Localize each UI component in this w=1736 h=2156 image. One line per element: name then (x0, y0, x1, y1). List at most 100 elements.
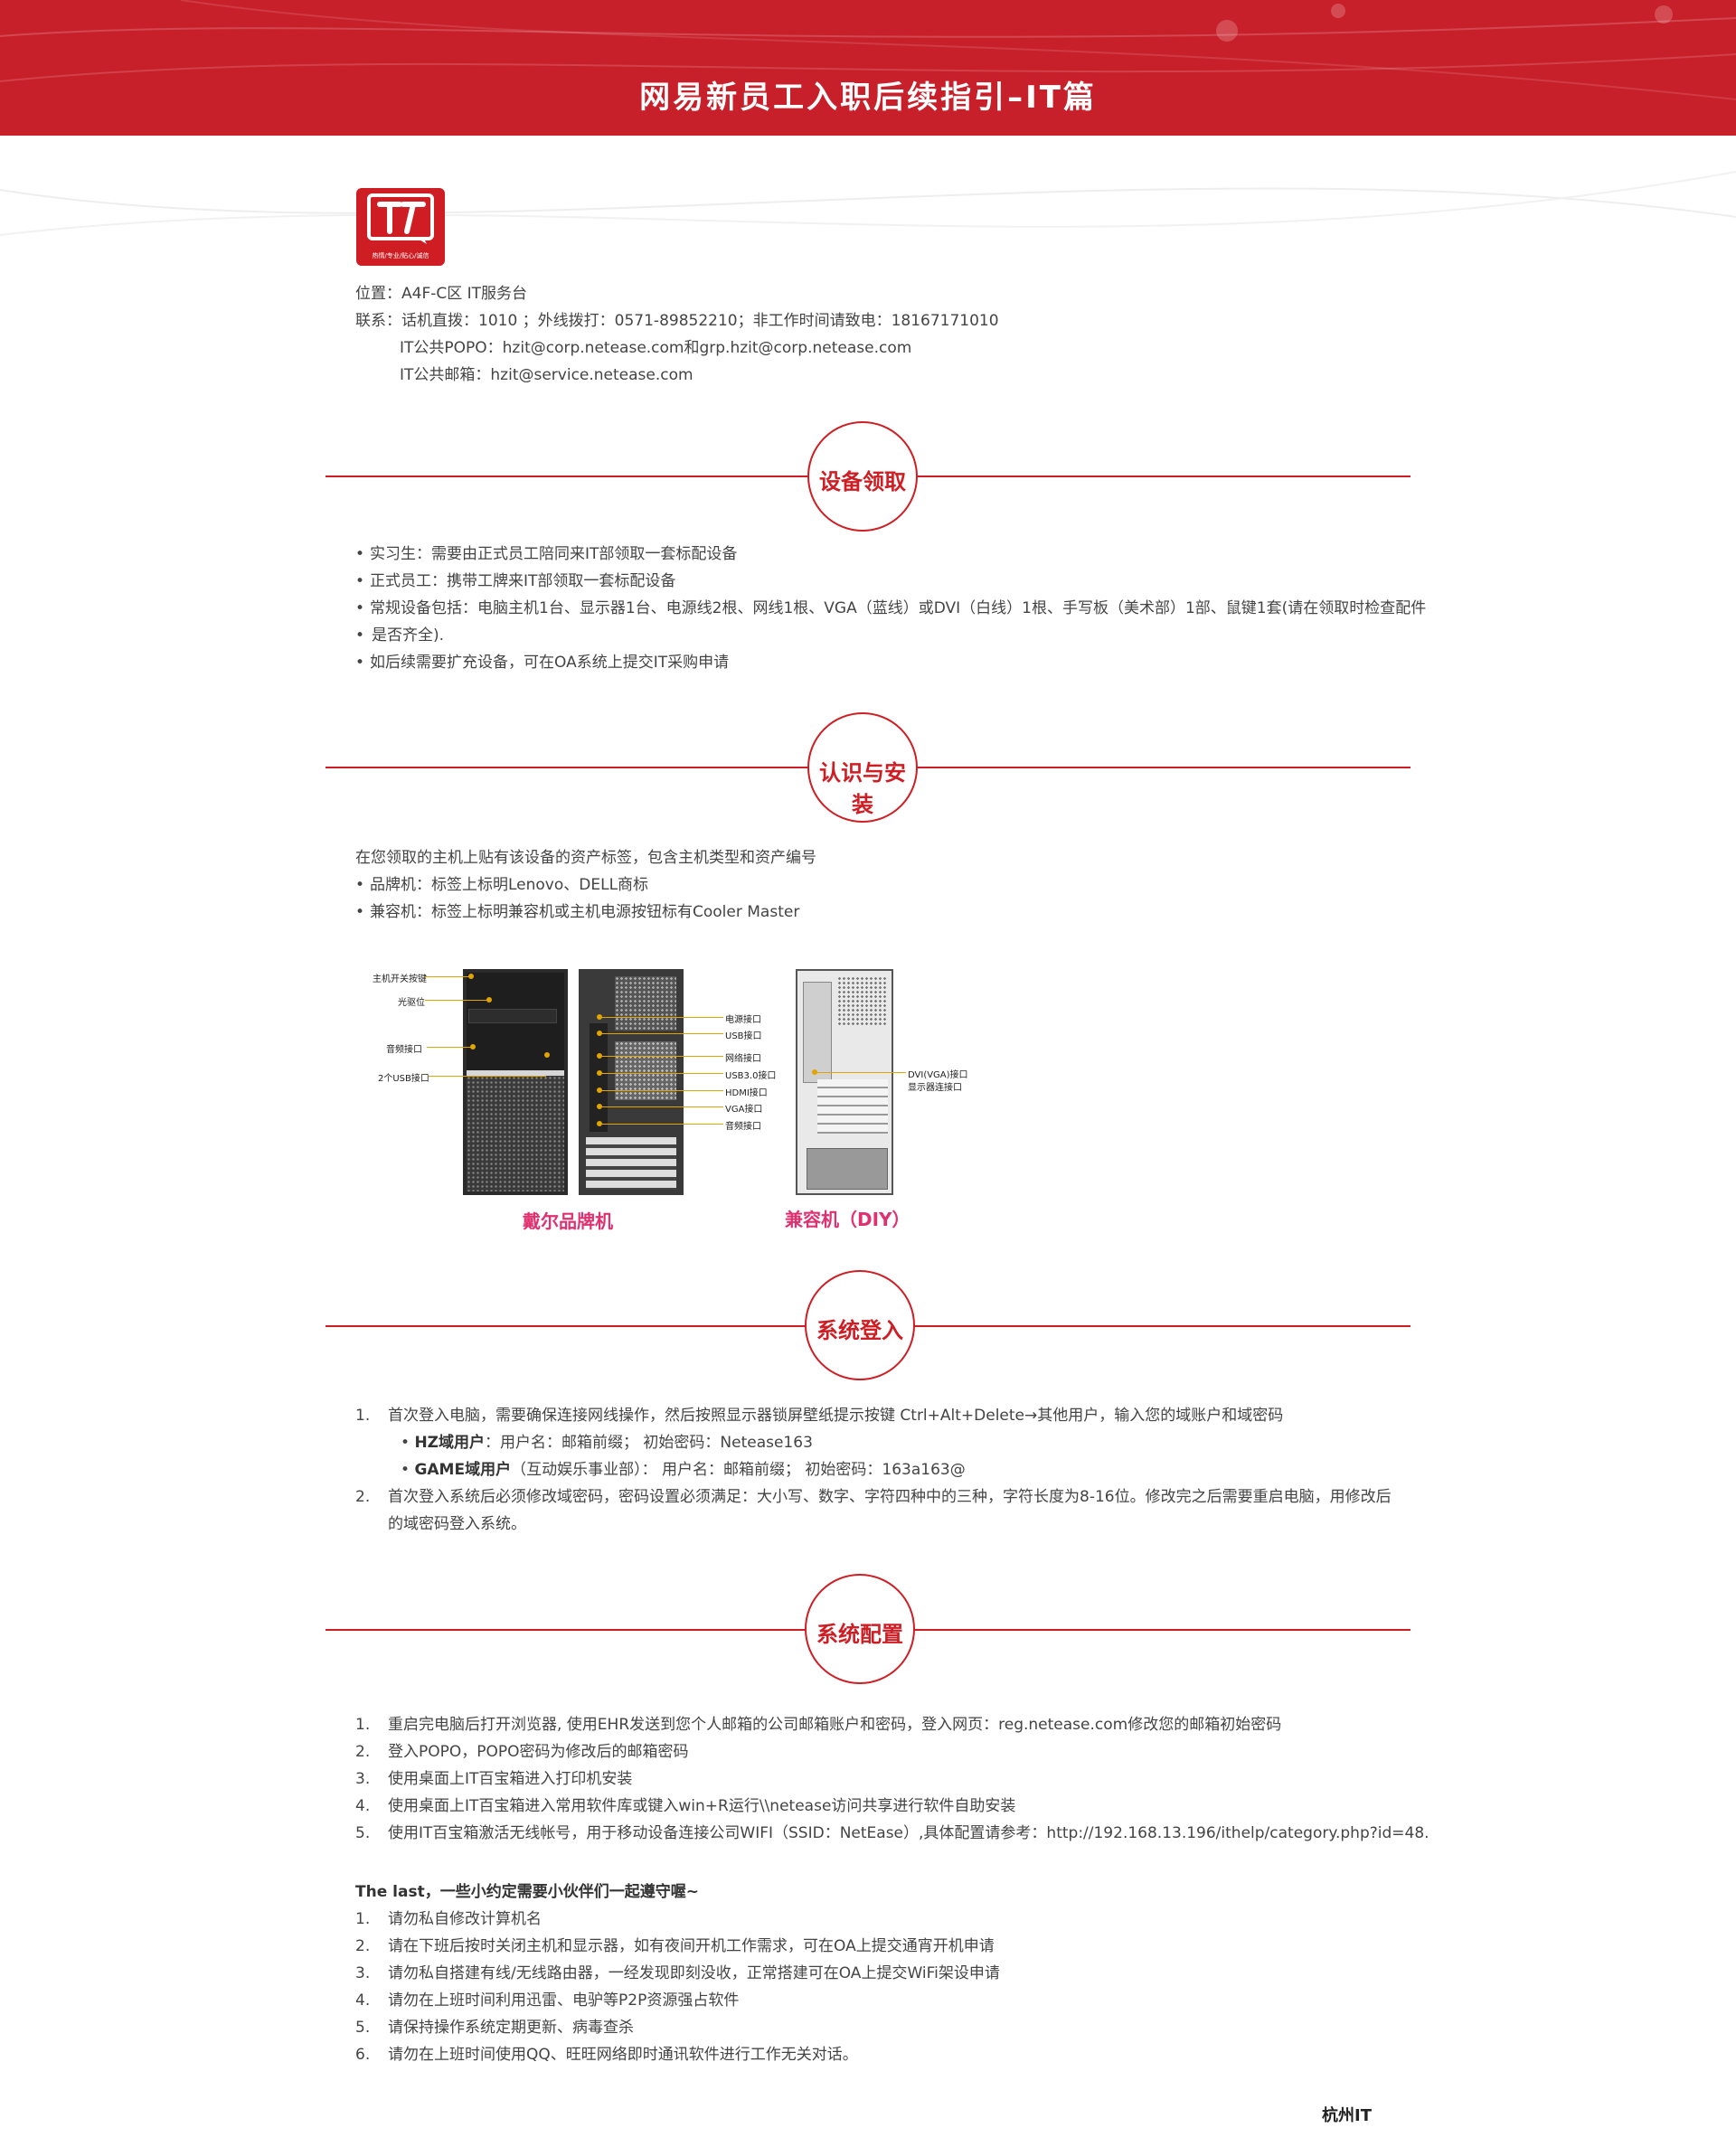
list-item: 5.请保持操作系统定期更新、病毒查杀 (355, 2019, 634, 2037)
diagram-label: USB接口 (725, 1031, 762, 1041)
section-title: 系统登入 (816, 1318, 903, 1343)
diagram-label: 光驱位 (398, 998, 425, 1008)
list-item: 2. 首次登入系统后必须修改域密码，密码设置必须满足：大小写、数字、字符四种中的… (355, 1488, 1392, 1506)
label-leader (599, 1073, 723, 1074)
front-mesh (467, 1076, 564, 1191)
label-dot (597, 1053, 602, 1059)
io-ports (590, 1023, 608, 1132)
list-item: 1.重启完电脑后打开浏览器, 使用EHR发送到您个人邮箱的公司邮箱账户和密码，登… (355, 1716, 1282, 1734)
expansion-slots (586, 1137, 676, 1190)
label-leader (425, 976, 470, 977)
section-title: 系统配置 (816, 1622, 903, 1647)
section-badge-config: 系统配置 (805, 1574, 915, 1684)
list-item: 如后续需要扩充设备，可在OA系统上提交IT采购申请 (355, 649, 1426, 676)
fan-vent (615, 1041, 676, 1100)
section-badge-equipment: 设备领取 (807, 421, 918, 532)
install-intro: 在您领取的主机上贴有该设备的资产标签，包含主机类型和资产编号 (355, 849, 816, 867)
label-dot (486, 997, 492, 1003)
diagram-label: 电源接口 (725, 1015, 761, 1025)
list-item: 2.登入POPO，POPO密码为修改后的邮箱密码 (355, 1743, 689, 1761)
section-title: 认识与安装 (819, 760, 906, 817)
rules-title: The last，一些小约定需要小伙伴们一起遵守喔~ (355, 1883, 699, 1901)
label-leader (427, 1047, 472, 1048)
diy-back-photo (796, 969, 893, 1195)
diagram-label: 音频接口 (725, 1122, 761, 1132)
dell-back-photo (579, 969, 684, 1195)
diagram-label: 音频接口 (386, 1045, 422, 1055)
config-steps: 1.重启完电脑后打开浏览器, 使用EHR发送到您个人邮箱的公司邮箱账户和密码，登… (355, 1711, 1429, 1847)
label-leader (599, 1106, 723, 1107)
diagram-label: 显示器连接口 (908, 1083, 962, 1093)
popo-text: IT公共POPO：hzit@corp.netease.com和grp.hzit@… (400, 339, 912, 357)
list-item: 3.使用桌面上IT百宝箱进入打印机安装 (355, 1770, 633, 1788)
list-item: 2.请在下班后按时关闭主机和显示器，如有夜间开机工作需求，可在OA上提交通宵开机… (355, 1937, 995, 1955)
list-item: 实习生：需要由正式员工陪同来IT部领取一套标配设备 (355, 541, 1426, 568)
label-leader (599, 1090, 723, 1091)
list-item: 1. 首次登入电脑，需要确保连接网线操作，然后按照显示器锁屏壁纸提示按键 Ctr… (355, 1407, 1284, 1425)
label-leader (599, 1056, 723, 1057)
label-dot (544, 1052, 550, 1058)
io-ports (803, 982, 832, 1083)
psu-unit (807, 1148, 888, 1190)
label-leader (599, 1033, 723, 1034)
label-dot (597, 1014, 602, 1020)
equipment-list-block: 实习生：需要由正式员工陪同来IT部领取一套标配设备 正式员工：携带工牌来IT部领… (355, 541, 1426, 676)
label-dot (812, 1069, 817, 1075)
label-dot (470, 1044, 476, 1050)
psu-vent (615, 976, 676, 1031)
install-text-block: 在您领取的主机上贴有该设备的资产标签，包含主机类型和资产编号 品牌机：标签上标明… (355, 844, 816, 926)
caption-dell: 戴尔品牌机 (523, 1210, 613, 1232)
location-text: 位置：A4F-C区 IT服务台 (355, 285, 528, 303)
decorative-curves (0, 171, 1736, 236)
diagram-label: 2个USB接口 (378, 1074, 429, 1084)
section-title: 设备领取 (819, 469, 906, 494)
email-text: IT公共邮箱：hzit@service.netease.com (400, 366, 693, 384)
decorative-swirl (0, 0, 1736, 100)
diagram-label: VGA接口 (725, 1105, 763, 1115)
caption-diy: 兼容机（DIY） (785, 1209, 910, 1230)
phone-text: 联系：话机直拨：1010 ；外线拨打：0571-89852210；非工作时间请致… (355, 312, 999, 330)
label-dot (597, 1121, 602, 1126)
login-steps: 1. 首次登入电脑，需要确保连接网线操作，然后按照显示器锁屏壁纸提示按键 Ctr… (355, 1402, 1392, 1538)
diagram-label: 主机开关按键 (373, 974, 427, 984)
label-dot (597, 1087, 602, 1093)
it-logo-icon (367, 193, 434, 244)
header-banner: 网易新员工入职后续指引–IT篇 (0, 0, 1736, 136)
list-item: 品牌机：标签上标明Lenovo、DELL商标 (355, 871, 816, 899)
list-item: 正式员工：携带工牌来IT部领取一套标配设备 (355, 568, 1426, 595)
label-leader (425, 1000, 488, 1001)
list-item: 3.请勿私自搭建有线/无线路由器，一经发现即刻没收，正常搭建可在OA上提交WiF… (355, 1964, 1000, 1982)
diagram-label: USB3.0接口 (725, 1071, 777, 1081)
list-item: 5.使用IT百宝箱激活无线帐号，用于移动设备连接公司WIFI（SSID：NetE… (355, 1824, 1429, 1842)
list-item-continuation: 是否齐全). (355, 622, 1426, 649)
label-dot (597, 1104, 602, 1109)
list-item: 常规设备包括：电脑主机1台、显示器1台、电源线2根、网线1根、VGA（蓝线）或D… (355, 595, 1426, 622)
dell-front-photo (463, 969, 568, 1195)
label-leader (599, 1124, 723, 1125)
rules-block: The last，一些小约定需要小伙伴们一起遵守喔~ 1.请勿私自修改计算机名 … (355, 1878, 1000, 2068)
diagram-label: HDMI接口 (725, 1088, 768, 1098)
label-leader (429, 1076, 546, 1077)
logo-slogan: 热情/专业/贴心/诚信 (372, 252, 429, 259)
it-service-logo: 热情/专业/贴心/诚信 (356, 188, 445, 266)
list-item: 6.请勿在上班时间使用QQ、旺旺网络即时通讯软件进行工作无关对话。 (355, 2046, 858, 2064)
fan-vent (837, 976, 888, 1027)
list-item: 兼容机：标签上标明兼容机或主机电源按钮标有Cooler Master (355, 899, 816, 926)
list-item: 4.使用桌面上IT百宝箱进入常用软件库或键入win+R运行\\netease访问… (355, 1797, 1016, 1815)
section-badge-install: 认识与安装 (807, 712, 918, 823)
diagram-label: 网络接口 (725, 1054, 761, 1064)
list-item: 1.请勿私自修改计算机名 (355, 1910, 542, 1928)
front-panel (467, 973, 564, 1074)
label-leader (599, 1017, 723, 1018)
game-domain-line: • GAME域用户（互动娱乐事业部）： 用户名：邮箱前缀； 初始密码：163a1… (401, 1461, 966, 1479)
hz-domain-line: • HZ域用户：用户名：邮箱前缀； 初始密码：Netease163 (401, 1434, 813, 1452)
page-title: 网易新员工入职后续指引–IT篇 (639, 80, 1097, 116)
label-dot (597, 1031, 602, 1036)
list-item: 4.请勿在上班时间利用迅雷、电驴等P2P资源强占软件 (355, 1991, 740, 2010)
diagram-label: DVI(VGA)接口 (908, 1070, 968, 1080)
label-leader (814, 1072, 906, 1073)
label-dot (468, 974, 474, 979)
list-item-continuation: 的域密码登入系统。 (388, 1515, 526, 1533)
contact-info: 位置：A4F-C区 IT服务台 联系：话机直拨：1010 ；外线拨打：0571-… (355, 280, 999, 389)
section-badge-login: 系统登入 (805, 1270, 915, 1380)
